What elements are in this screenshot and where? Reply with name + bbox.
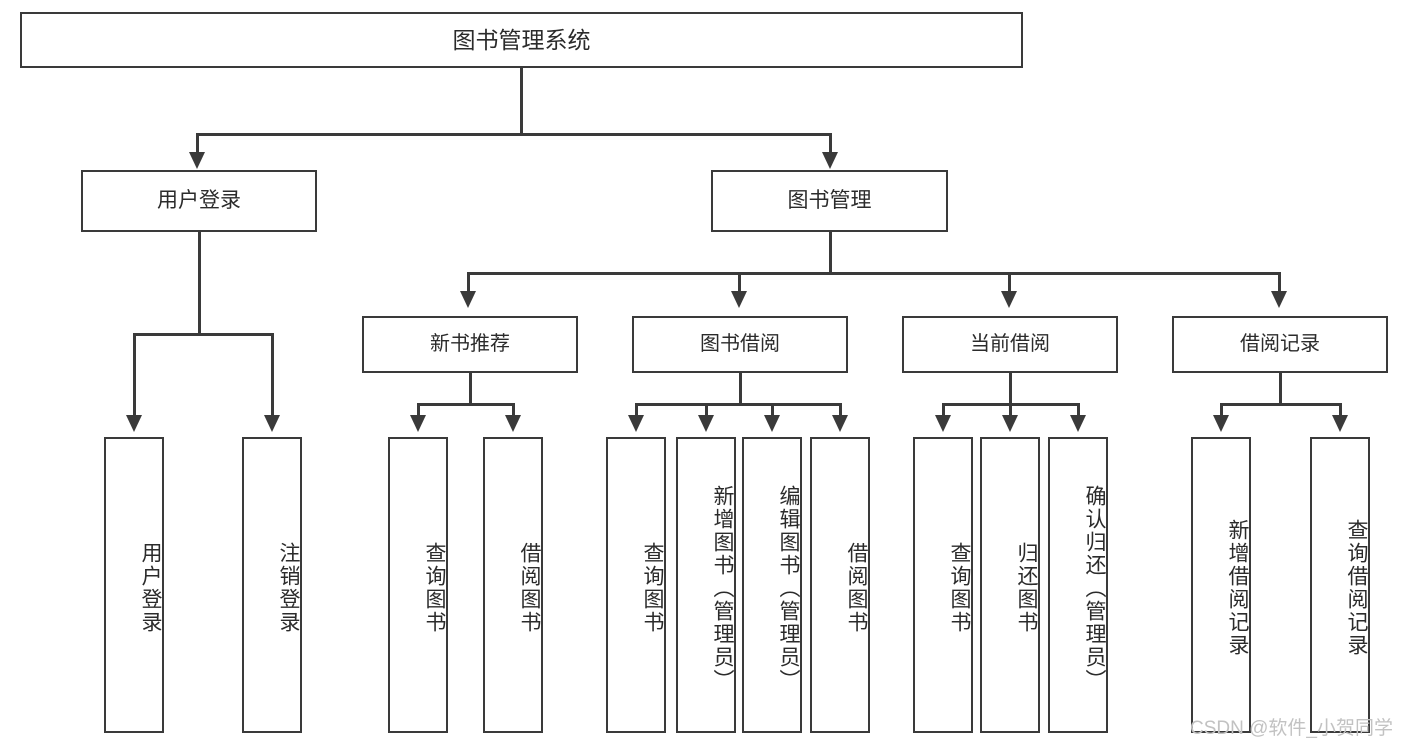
edge-root-down [520, 68, 523, 135]
node-label: 确认归还（管理员） [1083, 484, 1106, 692]
node-label: 归还图书 [1015, 542, 1038, 634]
leaf-book-borrow-3[interactable]: 借阅图书 [810, 437, 870, 733]
arrow-user-login-child1 [126, 415, 142, 432]
edge-book-borrow-bus [635, 403, 839, 406]
leaf-new-book-0[interactable]: 查询图书 [388, 437, 448, 733]
leaf-book-borrow-0[interactable]: 查询图书 [606, 437, 666, 733]
edge-user-login-down [198, 232, 201, 336]
edge-book-borrow-child4 [839, 403, 842, 419]
leaf-book-borrow-1[interactable]: 新增图书（管理员） [676, 437, 736, 733]
edge-root-to-book-manage [829, 133, 832, 155]
edge-to-current-borrow [1008, 272, 1011, 294]
node-label: 注销登录 [277, 542, 300, 634]
arrow-to-user-login [189, 152, 205, 169]
arrow-book-borrow-child4 [832, 415, 848, 432]
node-label: 查询借阅记录 [1345, 519, 1368, 657]
leaf-user-login-0[interactable]: 用户登录 [104, 437, 164, 733]
leaf-current-borrow-0[interactable]: 查询图书 [913, 437, 973, 733]
arrow-book-borrow-child3 [764, 415, 780, 432]
arrow-current-borrow-child3 [1070, 415, 1086, 432]
leaf-current-borrow-2[interactable]: 确认归还（管理员） [1048, 437, 1108, 733]
edge-root-bus [196, 133, 832, 136]
edge-root-to-user-login [196, 133, 199, 155]
edge-current-borrow-child2 [1009, 403, 1012, 419]
node-label: 图书管理 [787, 188, 872, 212]
leaf-new-book-1[interactable]: 借阅图书 [483, 437, 543, 733]
node-label: 新增借阅记录 [1226, 519, 1249, 657]
leaf-user-login-1[interactable]: 注销登录 [242, 437, 302, 733]
node-new-book-recommend[interactable]: 新书推荐 [362, 316, 578, 373]
edge-current-borrow-child1 [942, 403, 945, 419]
node-label: 编辑图书（管理员） [777, 484, 800, 692]
node-label: 当前借阅 [970, 333, 1050, 355]
node-book-management[interactable]: 图书管理 [711, 170, 948, 232]
node-label: 借阅图书 [845, 542, 868, 634]
arrow-to-borrow-record [1271, 291, 1287, 308]
edge-user-login-child2 [271, 333, 274, 419]
leaf-borrow-record-0[interactable]: 新增借阅记录 [1191, 437, 1251, 733]
arrow-new-book-child1 [410, 415, 426, 432]
arrow-current-borrow-child1 [935, 415, 951, 432]
arrow-current-borrow-child2 [1002, 415, 1018, 432]
edge-user-login-bus [133, 333, 271, 336]
edge-to-new-book [467, 272, 470, 294]
node-label: 查询图书 [948, 542, 971, 634]
arrow-to-book-borrow [731, 291, 747, 308]
edge-new-book-child2 [512, 403, 515, 419]
arrow-book-borrow-child2 [698, 415, 714, 432]
edge-to-borrow-record [1278, 272, 1281, 294]
edge-user-login-child1 [133, 333, 136, 419]
edge-current-borrow-child3 [1077, 403, 1080, 419]
leaf-book-borrow-2[interactable]: 编辑图书（管理员） [742, 437, 802, 733]
edge-to-book-borrow [738, 272, 741, 294]
edge-book-borrow-down [739, 373, 742, 406]
edge-new-book-child1 [417, 403, 420, 419]
arrow-user-login-child2 [264, 415, 280, 432]
node-label: 查询图书 [423, 542, 446, 634]
node-label: 用户登录 [139, 542, 162, 634]
node-user-login[interactable]: 用户登录 [81, 170, 317, 232]
arrow-book-borrow-child1 [628, 415, 644, 432]
edge-level3-bus [467, 272, 1281, 275]
arrow-to-book-manage [822, 152, 838, 169]
edge-new-book-down [469, 373, 472, 406]
edge-borrow-record-child2 [1339, 403, 1342, 419]
node-root-system[interactable]: 图书管理系统 [20, 12, 1023, 68]
arrow-borrow-record-child1 [1213, 415, 1229, 432]
leaf-borrow-record-1[interactable]: 查询借阅记录 [1310, 437, 1370, 733]
edge-book-borrow-child1 [635, 403, 638, 419]
node-borrow-record[interactable]: 借阅记录 [1172, 316, 1388, 373]
edge-book-manage-down [829, 232, 832, 274]
arrow-new-book-child2 [505, 415, 521, 432]
node-label: 新增图书（管理员） [711, 484, 734, 692]
edge-current-borrow-down [1009, 373, 1012, 406]
node-label: 查询图书 [641, 542, 664, 634]
edge-borrow-record-child1 [1220, 403, 1223, 419]
node-current-borrow[interactable]: 当前借阅 [902, 316, 1118, 373]
arrow-to-new-book [460, 291, 476, 308]
node-label: 借阅记录 [1240, 333, 1320, 355]
leaf-current-borrow-1[interactable]: 归还图书 [980, 437, 1040, 733]
arrow-to-current-borrow [1001, 291, 1017, 308]
arrow-borrow-record-child2 [1332, 415, 1348, 432]
edge-book-borrow-child2 [705, 403, 708, 419]
edge-borrow-record-bus [1220, 403, 1342, 406]
watermark-text: CSDN @软件_小贺同学 [1190, 718, 1393, 739]
edge-book-borrow-child3 [771, 403, 774, 419]
node-label: 图书管理系统 [452, 26, 591, 53]
edge-borrow-record-down [1279, 373, 1282, 406]
edge-new-book-bus [417, 403, 515, 406]
node-label: 图书借阅 [700, 333, 780, 355]
node-label: 借阅图书 [518, 542, 541, 634]
node-label: 用户登录 [157, 188, 241, 212]
node-label: 新书推荐 [430, 333, 510, 355]
node-book-borrow[interactable]: 图书借阅 [632, 316, 848, 373]
